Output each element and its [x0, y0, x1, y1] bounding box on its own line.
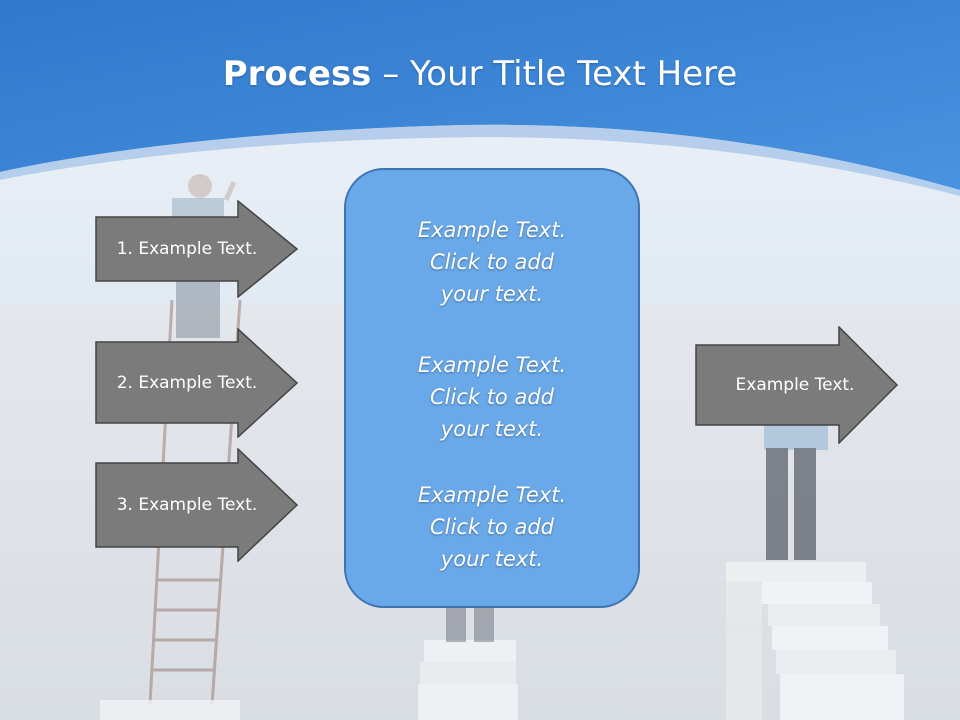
right-arrow[interactable]: Example Text. — [695, 326, 899, 444]
slide-title[interactable]: Process – Your Title Text Here — [0, 54, 960, 98]
paragraph-line: Example Text. — [417, 353, 567, 377]
arrow-shape — [695, 326, 899, 444]
left-arrow-2[interactable]: 2. Example Text. — [95, 328, 299, 438]
arrow-label: 1. Example Text. — [116, 239, 258, 259]
arrow-shape — [95, 448, 299, 562]
arrow-shape — [95, 328, 299, 438]
center-paragraph-2: Example Text. Click to add your text. — [346, 349, 638, 445]
paragraph-line: Click to add — [429, 385, 554, 409]
arrow-label: Example Text. — [735, 375, 855, 395]
arrow-label: 3. Example Text. — [116, 495, 258, 515]
paragraph-line: your text. — [440, 417, 544, 441]
title-rest-part: – Your Title Text Here — [371, 54, 738, 94]
left-arrow-1[interactable]: 1. Example Text. — [95, 200, 299, 298]
center-text-box[interactable]: Example Text. Click to add your text. Ex… — [344, 168, 640, 608]
title-bold-part: Process — [222, 54, 372, 94]
paragraph-line: Click to add — [429, 250, 554, 274]
center-paragraph-3: Example Text. Click to add your text. — [346, 479, 638, 575]
center-paragraph-1: Example Text. Click to add your text. — [346, 214, 638, 310]
paragraph-line: your text. — [440, 282, 544, 306]
paragraph-line: Click to add — [429, 515, 554, 539]
arrow-shape — [95, 200, 299, 298]
paragraph-line: your text. — [440, 547, 544, 571]
paragraph-line: Example Text. — [417, 218, 567, 242]
arrow-label: 2. Example Text. — [116, 373, 258, 393]
paragraph-line: Example Text. — [417, 483, 567, 507]
left-arrow-3[interactable]: 3. Example Text. — [95, 448, 299, 562]
